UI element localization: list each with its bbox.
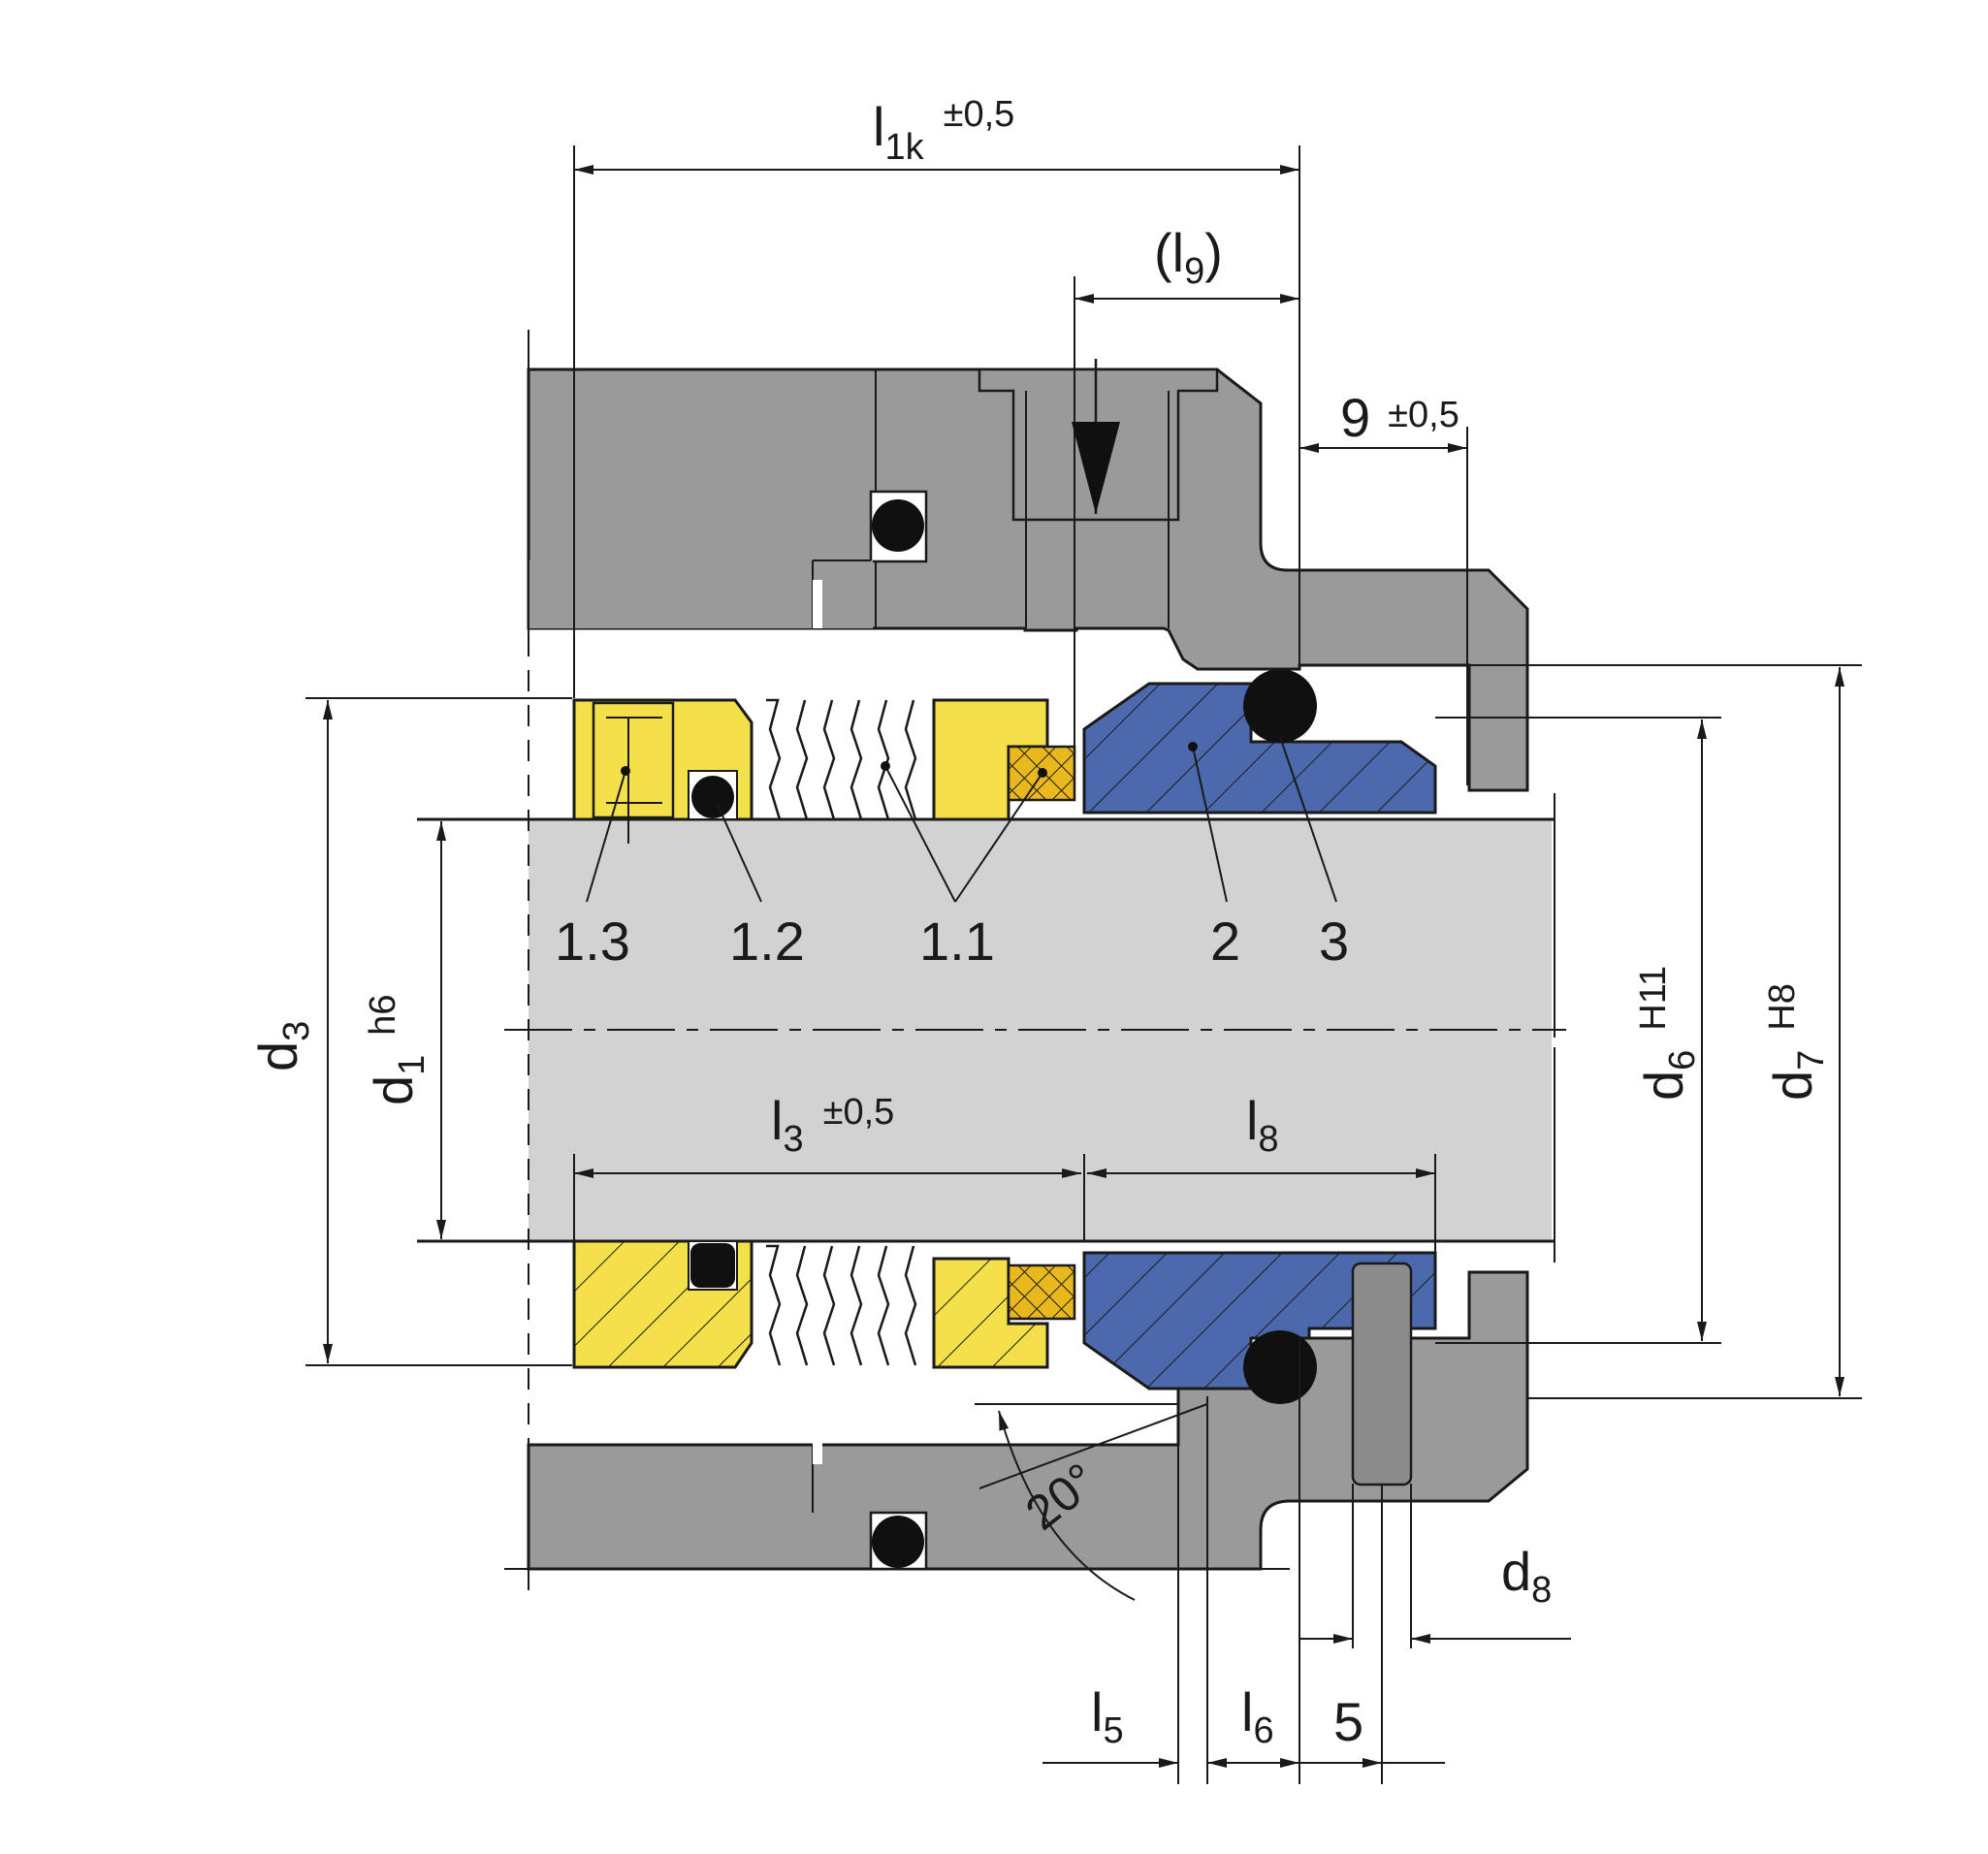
oring-seat-top <box>1243 669 1317 743</box>
part-3: 3 <box>1319 911 1349 972</box>
label-l5: l5 <box>1091 1681 1124 1751</box>
housing-top <box>527 368 1529 792</box>
label-5: 5 <box>1333 1691 1363 1752</box>
oring-seat-bottom <box>1243 1330 1317 1404</box>
label-l8: l8 <box>1246 1090 1279 1160</box>
seal-head-bottom <box>572 1239 1076 1369</box>
part-1-1: 1.1 <box>919 911 995 972</box>
housing-bottom-slot <box>813 1418 822 1464</box>
label-l1k: l1k±0,5 <box>873 94 1014 168</box>
label-d8: d8 <box>1501 1541 1552 1611</box>
spring-top <box>766 698 917 820</box>
angle-arc <box>998 1410 1136 1601</box>
anti-rotation-pin <box>1351 1262 1413 1486</box>
oring-shaft-top <box>691 776 734 818</box>
label-d7: d7H8 <box>1762 983 1832 1101</box>
housing-top-slot <box>813 580 822 628</box>
dimension-lines <box>305 145 1862 1784</box>
label-d3: d3 <box>247 1021 317 1071</box>
seat-ring-top <box>1082 682 1437 815</box>
oring-housing-top <box>872 499 924 552</box>
label-d6: d6H11 <box>1633 966 1703 1101</box>
oring-housing-bottom <box>872 1516 924 1568</box>
seat-top <box>1082 669 1437 815</box>
oring-shaft-bottom <box>690 1243 735 1288</box>
shaft <box>417 793 1566 1263</box>
face-bottom <box>1007 1263 1076 1321</box>
flush-arrow <box>1072 422 1120 514</box>
label-d1: d1h6 <box>363 994 433 1105</box>
spring-bottom <box>766 1244 917 1366</box>
label-9: 9±0,5 <box>1340 387 1459 448</box>
part-2: 2 <box>1210 911 1240 972</box>
part-1-2: 1.2 <box>729 911 805 972</box>
dimension-labels: l1k±0,5 (l9) 9±0,5 l3±0,5 l8 d3 d1h6 d6H… <box>247 94 1832 1752</box>
label-l6: l6 <box>1241 1681 1274 1751</box>
label-l9: (l9) <box>1154 222 1223 292</box>
set-screw <box>592 701 675 819</box>
part-labels: 1.3 1.2 1.1 2 3 <box>555 911 1349 972</box>
label-l3: l3±0,5 <box>771 1090 894 1160</box>
part-1-3: 1.3 <box>555 911 630 972</box>
housing-top-body <box>527 368 1529 792</box>
seal-head-top <box>572 698 1076 844</box>
